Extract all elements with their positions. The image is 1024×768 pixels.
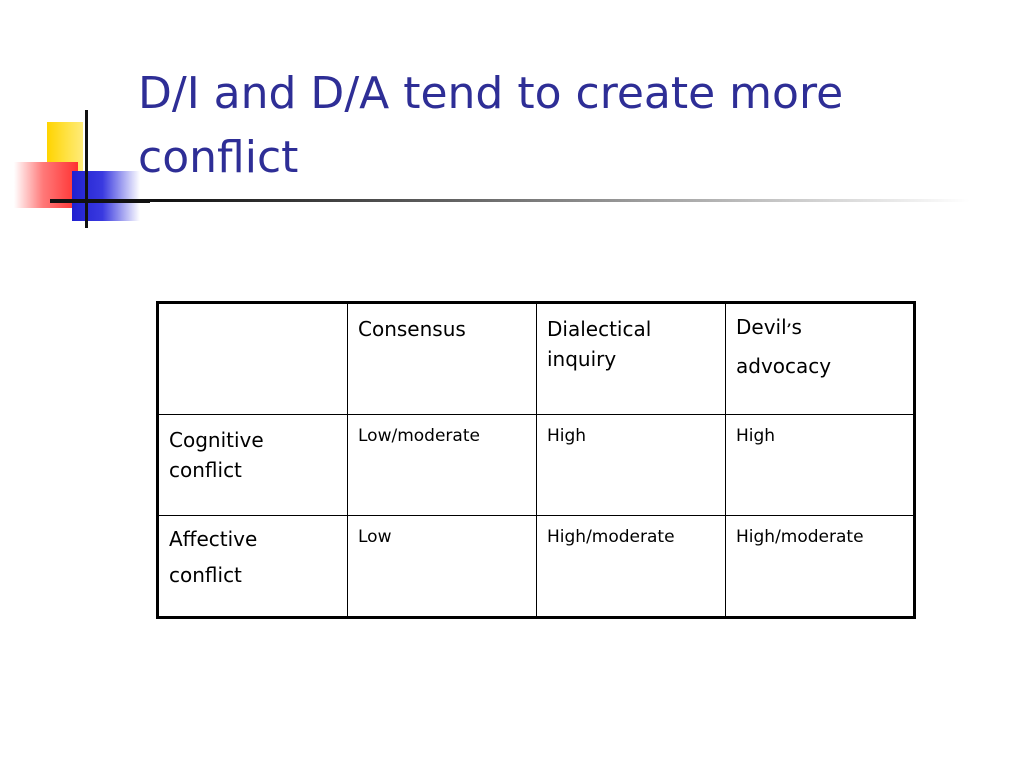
row-label-cognitive-conflict: Cognitive conflict — [169, 428, 264, 482]
header-devils-advocacy-line2: advocacy — [736, 354, 832, 378]
header-dialectical-inquiry: Dialectical inquiry — [547, 317, 652, 371]
table-header-row: Consensus Dialectical inquiry Devil’s ad… — [157, 302, 915, 415]
slide-title: D/I and D/A tend to create more conflict — [138, 68, 844, 183]
slide-logo-icon — [0, 105, 150, 235]
header-devils-advocacy: Devil’s — [736, 315, 802, 339]
table-cell: Low/moderate — [347, 414, 537, 516]
table-cell: High/moderate — [536, 515, 726, 618]
row-label-affective-conflict: Affective — [169, 527, 258, 551]
table-cell: High — [536, 414, 726, 516]
table-cell: Low — [347, 515, 537, 618]
table-header-cell: Consensus — [347, 302, 537, 415]
comparison-table: Consensus Dialectical inquiry Devil’s ad… — [156, 301, 916, 619]
table-header-cell: Dialectical inquiry — [536, 302, 726, 415]
table-cell: High/moderate — [725, 515, 915, 618]
table-cell: High — [725, 414, 915, 516]
row-label-cell: Affective conflict — [157, 515, 348, 618]
table-header-cell: Devil’s advocacy — [725, 302, 915, 415]
table-corner-cell — [157, 302, 348, 415]
row-label-affective-conflict-line2: conflict — [169, 563, 242, 587]
table-row: Cognitive conflict Low/moderate High Hig… — [157, 414, 915, 516]
table-row: Affective conflict Low High/moderate Hig… — [157, 515, 915, 618]
logo-blue-square — [72, 171, 140, 221]
header-consensus: Consensus — [358, 317, 466, 341]
logo-vertical-line — [85, 110, 88, 228]
row-label-cell: Cognitive conflict — [157, 414, 348, 516]
title-rule — [50, 199, 970, 202]
